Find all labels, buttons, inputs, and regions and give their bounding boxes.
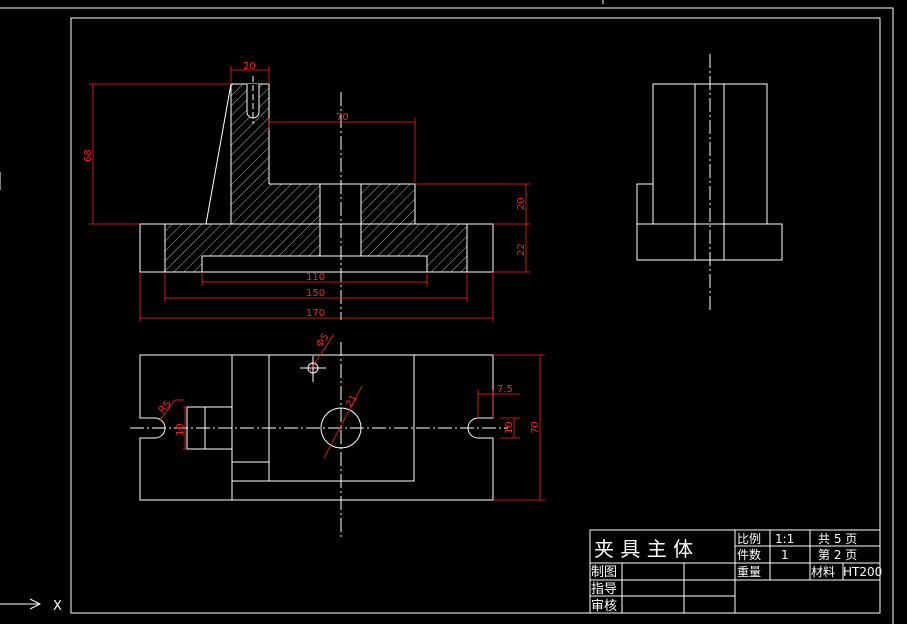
dim-height-20: 20: [516, 197, 527, 210]
top-dimensions: [159, 333, 545, 501]
title-name: 夹 具 主 体: [594, 537, 693, 561]
dim-hole-phi5: Φ5: [314, 332, 331, 350]
title-block: [589, 529, 881, 614]
dim-width-170: 170: [306, 308, 325, 319]
dim-hole-phi21: 21: [344, 393, 360, 410]
qty-label: 件数: [737, 547, 761, 562]
guided-by-label: 指导: [591, 582, 617, 597]
front-dimensions: [89, 66, 530, 322]
dim-slot-r5: R5: [157, 399, 174, 416]
hatch-left-upright: [165, 84, 320, 272]
material-label: 材料: [811, 565, 835, 579]
dim-height-22: 22: [516, 243, 527, 256]
dim-top-width: 20: [243, 61, 256, 72]
scale-value: 1:1: [775, 532, 794, 546]
total-pages: 共 5 页: [818, 532, 857, 546]
top-center-lines: [130, 342, 508, 540]
dim-slot-10: 10: [175, 423, 186, 436]
drawn-by-label: 制图: [591, 565, 617, 580]
dim-center-width: 70: [336, 112, 349, 123]
material-value: HT200: [843, 565, 882, 579]
ucs-axis-icon: [0, 598, 42, 610]
page-number: 第 2 页: [818, 548, 857, 562]
qty-value: 1: [781, 548, 789, 562]
dim-offset-7-5: 7.5: [497, 384, 513, 395]
hatch-right-block: [361, 184, 467, 272]
dim-height-70: 70: [530, 421, 541, 434]
checked-by-label: 审核: [591, 599, 617, 614]
ucs-x-label: X: [53, 599, 62, 614]
dim-width-110: 110: [306, 272, 325, 283]
front-view: [139, 76, 494, 273]
dim-slot-h-10: 10: [504, 421, 515, 434]
dim-height-68: 68: [83, 149, 94, 162]
scale-label: 比例: [737, 532, 761, 546]
dim-width-150: 150: [306, 288, 325, 299]
weight-label: 重量: [737, 565, 761, 579]
